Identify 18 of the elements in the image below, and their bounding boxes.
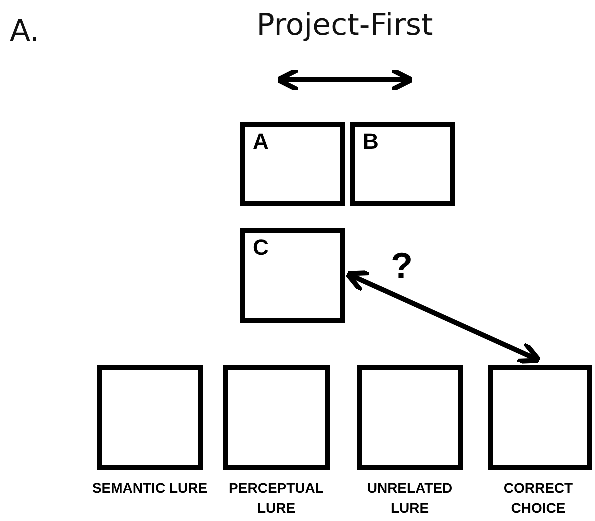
empty-square-box [97, 365, 203, 470]
choice-caption: CORRECT CHOICE [502, 479, 574, 518]
panel-letter: A. [10, 14, 40, 49]
square-box [350, 122, 455, 206]
square-box [240, 122, 345, 206]
square-box [240, 228, 345, 323]
empty-square-box [357, 365, 463, 470]
edge-label: ? [391, 248, 413, 284]
box-letter: A [253, 129, 269, 155]
double-arrow [344, 270, 542, 364]
diagram-title: Project-First [256, 8, 434, 43]
box-letter: B [363, 129, 379, 155]
box-letter: C [253, 235, 269, 261]
choice-caption: UNRELATED LURE [366, 479, 454, 518]
choice-caption: PERCEPTUAL LURE [228, 479, 325, 518]
choice-caption: SEMANTIC LURE [91, 479, 209, 498]
empty-square-box [223, 365, 330, 470]
empty-square-box [488, 365, 592, 470]
